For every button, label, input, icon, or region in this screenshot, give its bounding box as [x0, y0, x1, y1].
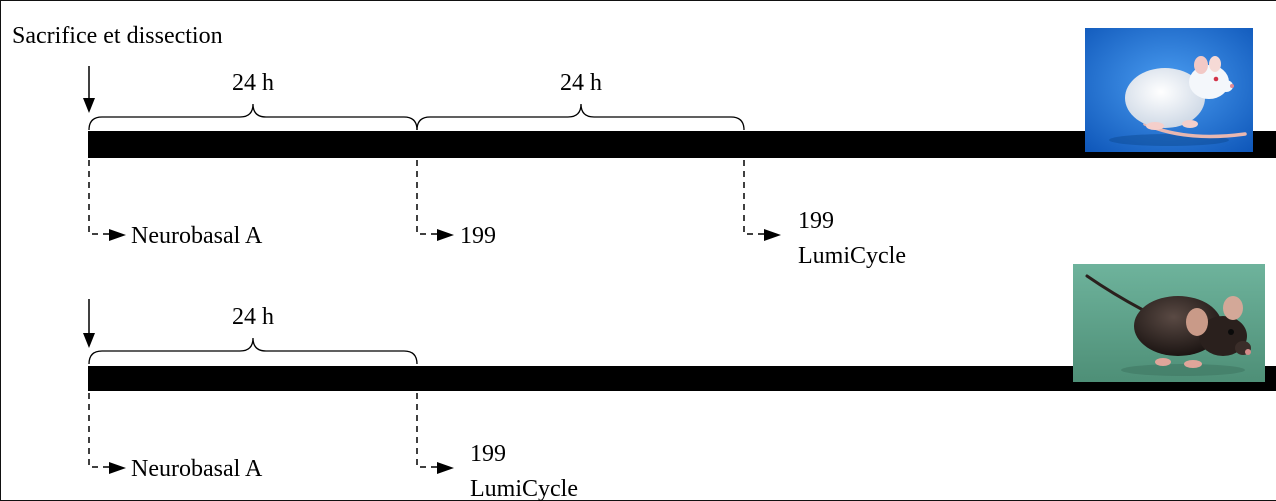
arrow-head-rat	[83, 98, 95, 113]
brace-rat-1	[88, 103, 418, 131]
step-label-rat-3b: LumiCycle	[798, 243, 906, 269]
step-label-mouse-1: Neurobasal A	[131, 456, 263, 482]
step-arrow-rat-3	[764, 229, 781, 241]
step-label-mouse-2b: LumiCycle	[470, 476, 578, 501]
step-arrow-mouse-2	[437, 462, 454, 474]
diagram-title: Sacrifice et dissection	[12, 23, 223, 49]
step-label-rat-2: 199	[460, 223, 496, 249]
white-rat-photo	[1085, 28, 1253, 152]
step-label-mouse-2a: 199	[470, 441, 506, 467]
step-connector-rat-3	[743, 160, 765, 235]
duration-label-rat-2: 24 h	[560, 70, 602, 96]
step-connector-rat-2	[416, 160, 438, 235]
step-connector-mouse-2	[416, 393, 438, 468]
brace-rat-2	[416, 103, 745, 131]
brace-mouse-1	[88, 337, 418, 365]
step-arrow-rat-1	[109, 229, 126, 241]
step-label-rat-1: Neurobasal A	[131, 223, 263, 249]
duration-label-mouse-1: 24 h	[232, 304, 274, 330]
step-connector-mouse-1	[88, 393, 111, 468]
step-arrow-mouse-1	[109, 462, 126, 474]
step-label-rat-3a: 199	[798, 208, 834, 234]
duration-label-rat-1: 24 h	[232, 70, 274, 96]
step-arrow-rat-2	[437, 229, 454, 241]
arrow-head-mouse	[83, 333, 95, 348]
timeline-bar-rat	[88, 131, 1276, 158]
rat-timeline: 24 h 24 h Neurobasal A 199 199 LumiCycle	[83, 66, 1276, 269]
black-mouse-photo	[1073, 264, 1265, 382]
step-connector-rat-1	[88, 160, 111, 235]
